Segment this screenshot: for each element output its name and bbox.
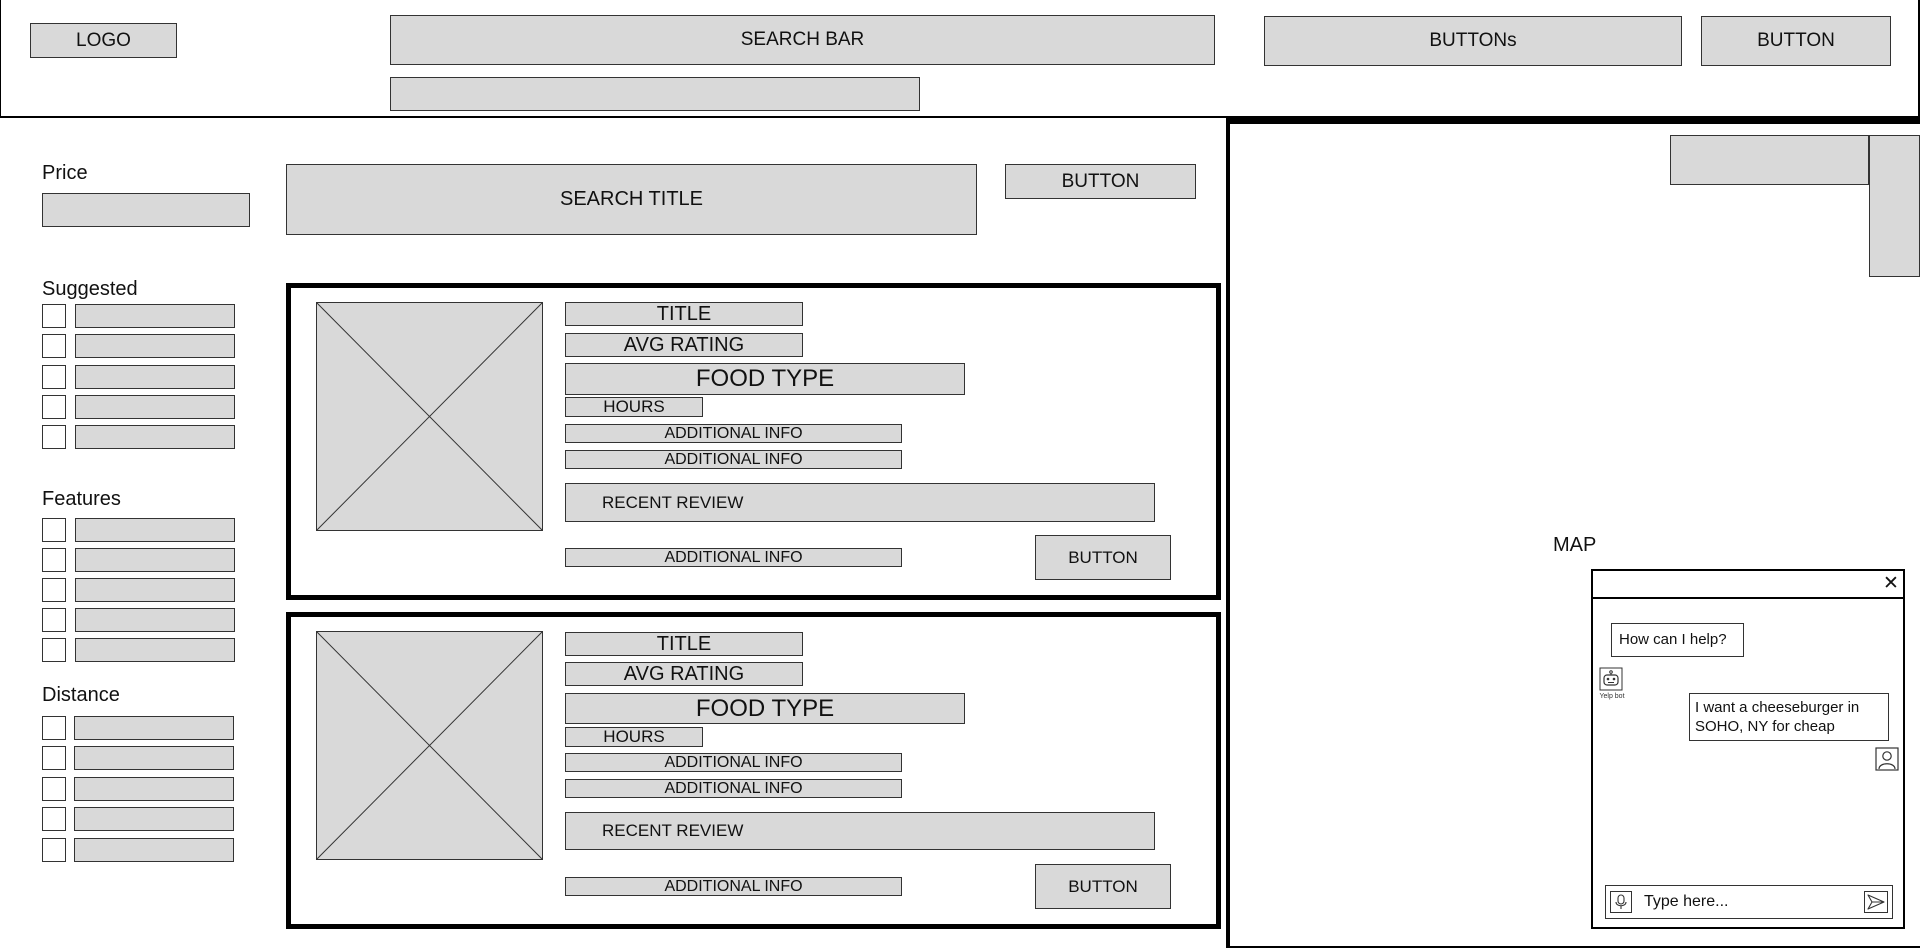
suggested-option-5[interactable]: [75, 425, 235, 449]
card-2-additional-info-2: ADDITIONAL INFO: [565, 779, 902, 798]
suggested-option-4[interactable]: [75, 395, 235, 419]
suggested-checkbox-5[interactable]: [42, 425, 66, 449]
map-control-bar[interactable]: [1670, 135, 1869, 185]
chat-input-bar[interactable]: Type here...: [1605, 885, 1893, 919]
header-button[interactable]: BUTTON: [1701, 16, 1891, 66]
header-buttons-group[interactable]: BUTTONs: [1264, 16, 1682, 66]
card-1-additional-info-1: ADDITIONAL INFO: [565, 424, 902, 443]
card-2-recent-review: RECENT REVIEW: [565, 812, 1155, 850]
suggested-label: Suggested: [42, 278, 138, 300]
card-2-image-placeholder: [316, 631, 543, 860]
results-button[interactable]: BUTTON: [1005, 164, 1196, 199]
distance-option-4[interactable]: [74, 807, 234, 831]
search-suggestion-bar[interactable]: [390, 77, 920, 111]
features-option-2[interactable]: [75, 548, 235, 572]
user-message-bubble: I want a cheeseburger in SOHO, NY for ch…: [1689, 693, 1889, 741]
card-2-additional-info-3: ADDITIONAL INFO: [565, 877, 902, 896]
suggested-option-1[interactable]: [75, 304, 235, 328]
features-checkbox-1[interactable]: [42, 518, 66, 542]
result-card-2[interactable]: [286, 612, 1221, 929]
features-option-5[interactable]: [75, 638, 235, 662]
distance-checkbox-2[interactable]: [42, 746, 66, 770]
features-option-1[interactable]: [75, 518, 235, 542]
card-1-image-placeholder: [316, 302, 543, 531]
chat-widget[interactable]: ✕ How can I help? Yelp bot I want a chee…: [1591, 569, 1905, 929]
distance-option-3[interactable]: [74, 777, 234, 801]
search-title: SEARCH TITLE: [286, 164, 977, 235]
card-2-food-type: FOOD TYPE: [565, 693, 965, 724]
close-icon[interactable]: ✕: [1883, 572, 1899, 594]
distance-checkbox-3[interactable]: [42, 777, 66, 801]
distance-option-2[interactable]: [74, 746, 234, 770]
header-bar: [0, 0, 1920, 118]
map-zoom-control[interactable]: [1869, 135, 1920, 277]
card-2-title[interactable]: TITLE: [565, 632, 803, 656]
distance-checkbox-4[interactable]: [42, 807, 66, 831]
distance-checkbox-1[interactable]: [42, 716, 66, 740]
suggested-checkbox-2[interactable]: [42, 334, 66, 358]
search-bar[interactable]: SEARCH BAR: [390, 15, 1215, 65]
distance-label: Distance: [42, 684, 120, 706]
microphone-icon[interactable]: [1610, 891, 1632, 913]
suggested-option-2[interactable]: [75, 334, 235, 358]
price-field[interactable]: [42, 193, 250, 227]
result-card-1[interactable]: [286, 283, 1221, 600]
suggested-checkbox-4[interactable]: [42, 395, 66, 419]
chat-header: [1593, 571, 1903, 599]
bot-message-bubble: How can I help?: [1611, 623, 1744, 657]
card-1-additional-info-3: ADDITIONAL INFO: [565, 548, 902, 567]
features-checkbox-2[interactable]: [42, 548, 66, 572]
distance-option-5[interactable]: [74, 838, 234, 862]
features-option-4[interactable]: [75, 608, 235, 632]
map-label: MAP: [1553, 534, 1597, 556]
user-icon: [1875, 747, 1899, 771]
card-1-avg-rating: AVG RATING: [565, 333, 803, 357]
card-1-recent-review: RECENT REVIEW: [565, 483, 1155, 522]
chat-input-field[interactable]: Type here...: [1644, 893, 1729, 910]
card-1-hours: HOURS: [565, 397, 703, 417]
card-1-button[interactable]: BUTTON: [1035, 535, 1171, 580]
features-checkbox-3[interactable]: [42, 578, 66, 602]
logo[interactable]: LOGO: [30, 23, 177, 58]
card-2-avg-rating: AVG RATING: [565, 662, 803, 686]
card-1-additional-info-2: ADDITIONAL INFO: [565, 450, 902, 469]
features-checkbox-4[interactable]: [42, 608, 66, 632]
features-label: Features: [42, 488, 121, 510]
card-1-food-type: FOOD TYPE: [565, 363, 965, 395]
price-label: Price: [42, 162, 88, 184]
bot-name: Yelp bot: [1599, 693, 1625, 700]
send-icon[interactable]: [1864, 891, 1888, 913]
card-2-additional-info-1: ADDITIONAL INFO: [565, 753, 902, 772]
suggested-option-3[interactable]: [75, 365, 235, 389]
card-2-hours: HOURS: [565, 727, 703, 747]
map-panel[interactable]: [1226, 118, 1920, 948]
card-1-title[interactable]: TITLE: [565, 302, 803, 326]
features-checkbox-5[interactable]: [42, 638, 66, 662]
distance-option-1[interactable]: [74, 716, 234, 740]
suggested-checkbox-1[interactable]: [42, 304, 66, 328]
card-2-button[interactable]: BUTTON: [1035, 864, 1171, 909]
distance-checkbox-5[interactable]: [42, 838, 66, 862]
suggested-checkbox-3[interactable]: [42, 365, 66, 389]
robot-icon: [1599, 667, 1623, 691]
features-option-3[interactable]: [75, 578, 235, 602]
